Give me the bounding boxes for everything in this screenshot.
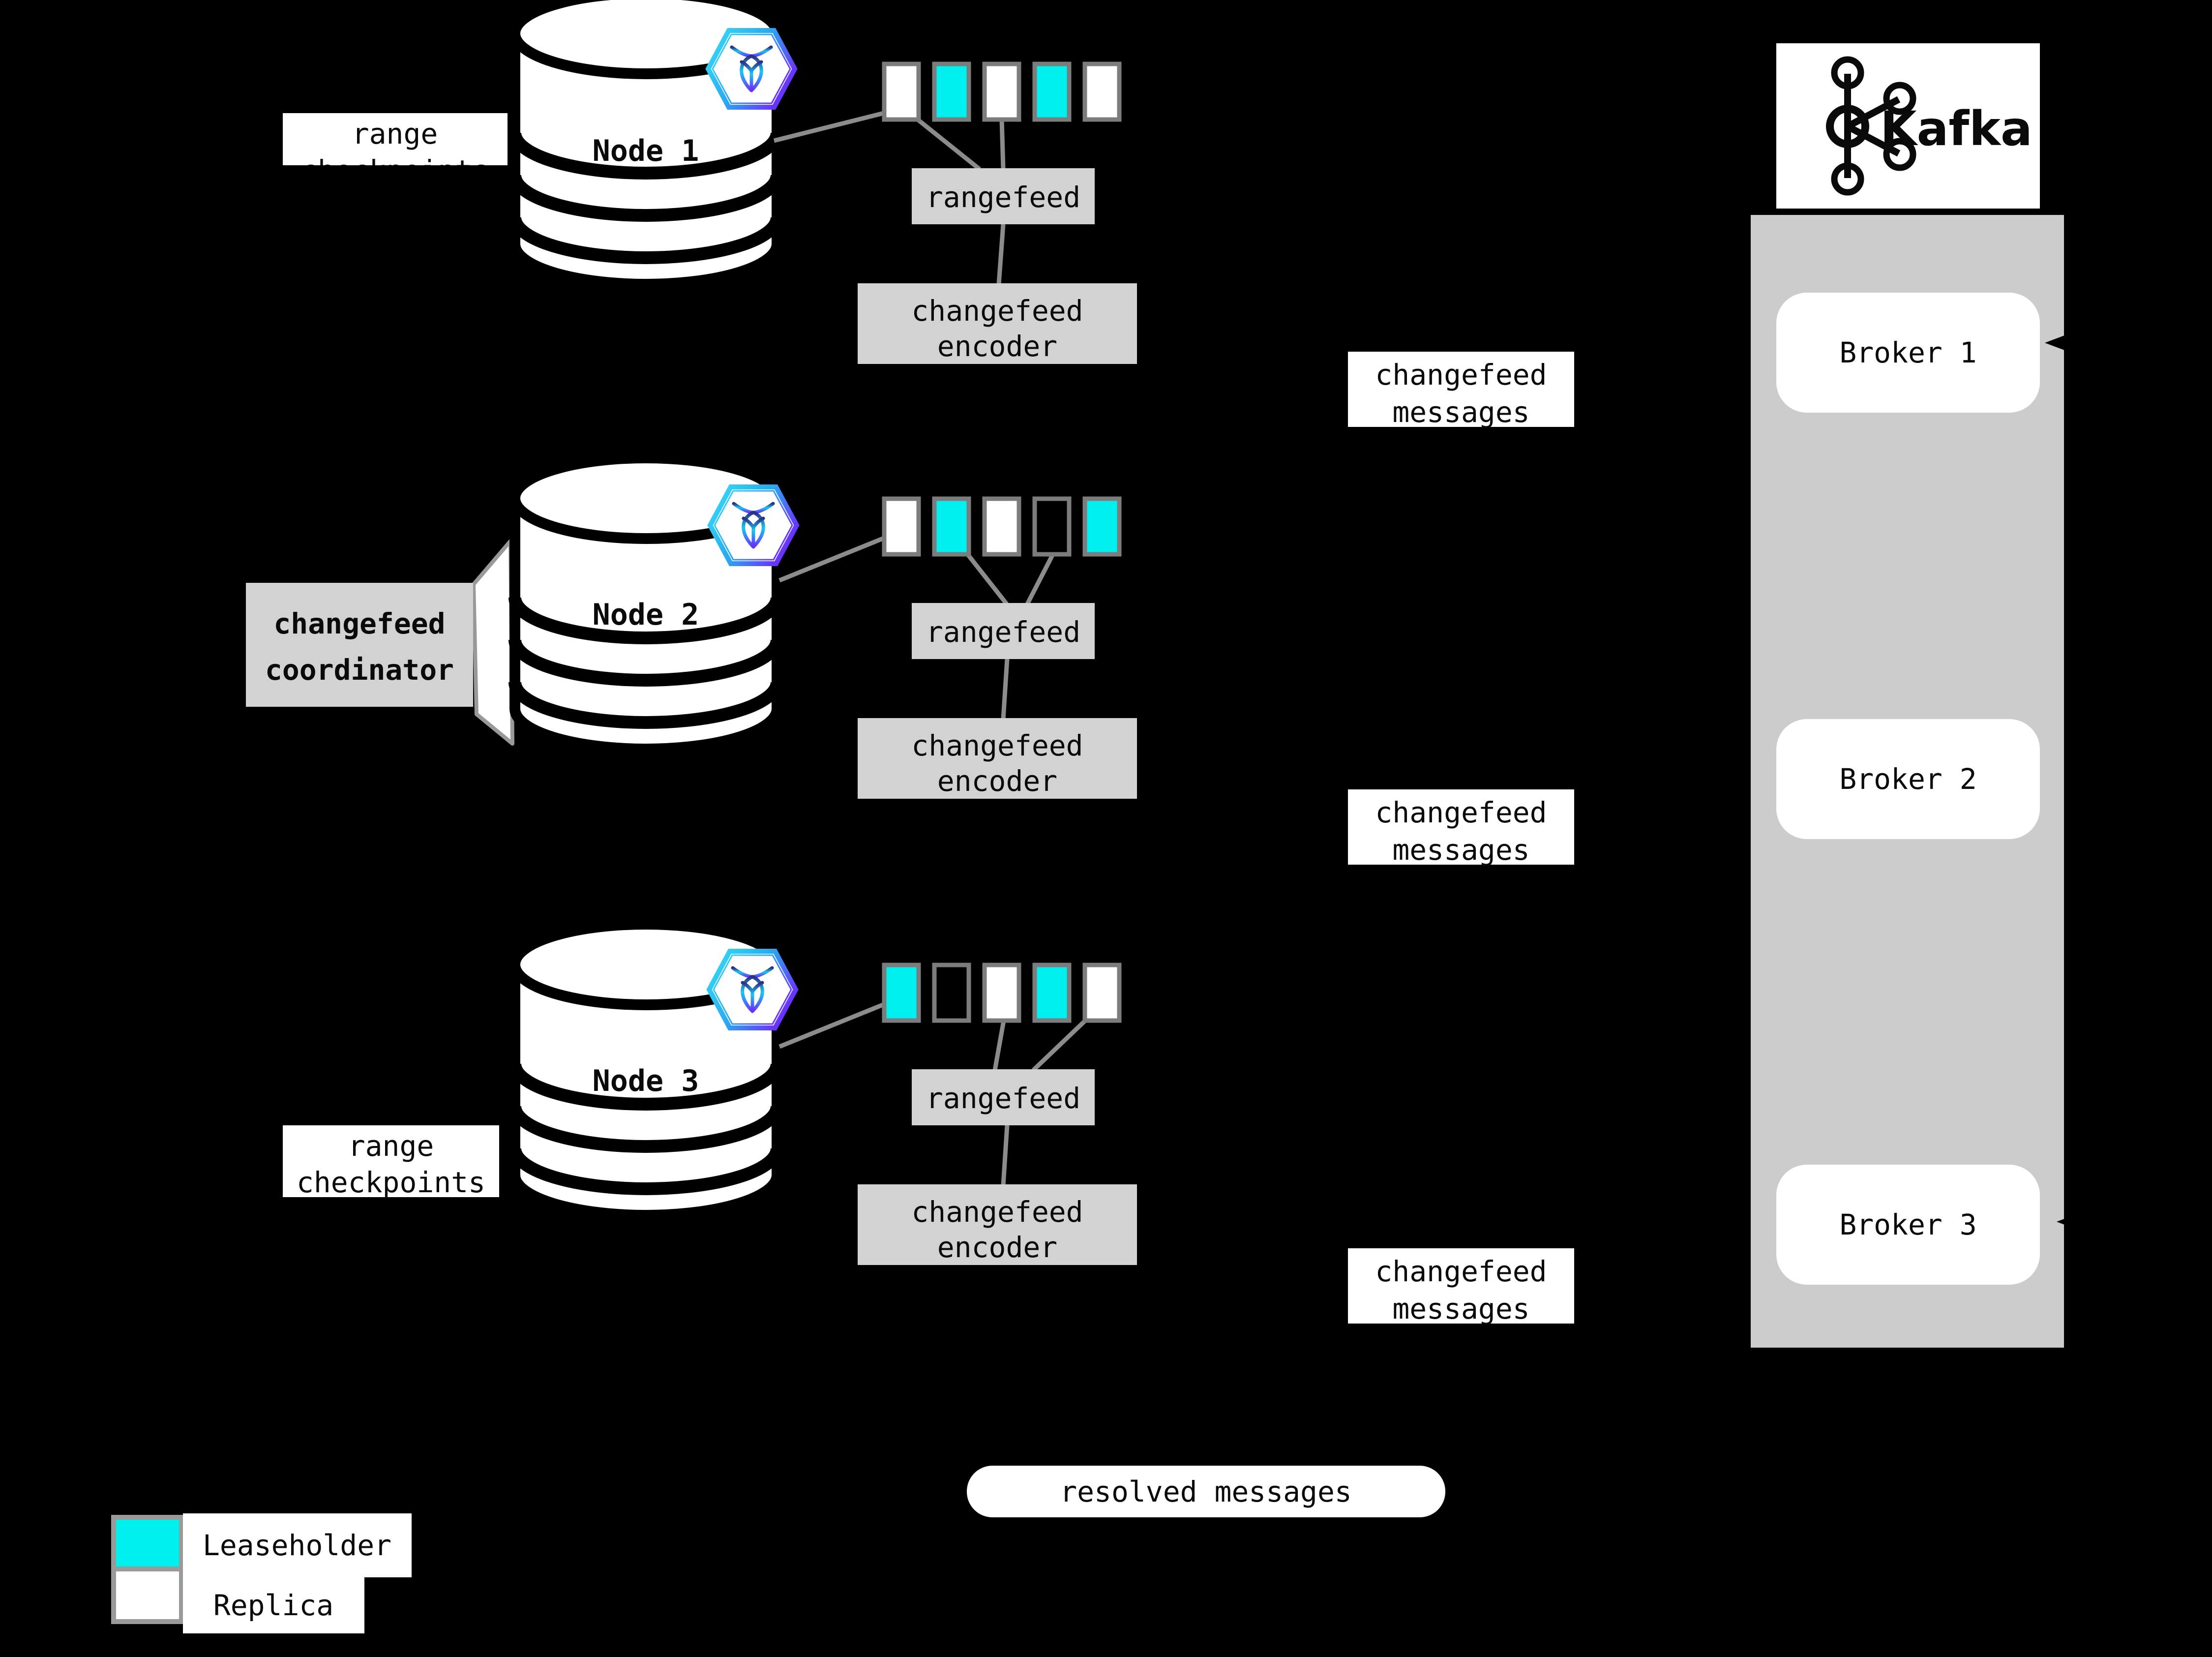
range-leaseholder	[932, 61, 971, 122]
changefeed-coordinator-label-line2: coordinator	[265, 653, 454, 687]
resolved-messages: resolved messages	[967, 1466, 1445, 1517]
cockroachdb-logo-icon	[709, 951, 796, 1028]
node-3-group: Node 3 rangefeed changefeed encoder	[515, 924, 1137, 1265]
changefeed-messages-1: changefeed messages	[1348, 352, 1574, 429]
changefeed-encoder-box	[858, 718, 1137, 799]
changefeed-encoder-label-line2: encoder	[937, 764, 1057, 798]
changefeed-messages-label-line1: changefeed	[1375, 1255, 1547, 1288]
connector-line	[1001, 659, 1010, 720]
connector-line	[778, 1001, 886, 1049]
range-replica	[982, 496, 1021, 557]
rangefeed-box	[912, 1069, 1095, 1125]
changefeed-messages-label-line1: changefeed	[1375, 358, 1547, 392]
range-replica	[982, 61, 1021, 122]
cockroachdb-logo-icon	[708, 30, 795, 107]
node-3-label: Node 3	[593, 1064, 699, 1098]
range-replica	[1082, 61, 1122, 122]
changefeed-coordinator: changefeed coordinator	[246, 583, 473, 707]
range-replica	[982, 963, 1021, 1023]
legend-replica-swatch	[111, 1567, 184, 1624]
range-checkpoints-label-line1: range	[348, 1129, 434, 1163]
connector-line	[1031, 1018, 1088, 1072]
node-2-group: Node 2 rangefeed changefeed encoder	[472, 458, 1137, 799]
kafka-logo-box	[1776, 43, 2040, 209]
rangefeed-label: rangefeed	[926, 1082, 1080, 1115]
connector-line	[999, 119, 1006, 170]
connector-line	[778, 535, 886, 583]
connector-line	[1025, 553, 1055, 605]
changefeed-coordinator-label-line1: changefeed	[273, 607, 445, 640]
legend-leaseholder-swatch	[111, 1515, 184, 1571]
connector-line	[1001, 1125, 1010, 1186]
rangefeed-label: rangefeed	[926, 615, 1080, 649]
resolved-messages-label: resolved messages	[1060, 1475, 1352, 1508]
changefeed-messages-label-line2: messages	[1392, 833, 1529, 867]
changefeed-encoder-label-line2: encoder	[937, 1231, 1057, 1264]
kafka-logo-text: Kafka	[1880, 101, 2033, 156]
range-leaseholder	[1032, 61, 1072, 122]
rangefeed-label: rangefeed	[926, 181, 1080, 214]
range-replica	[882, 496, 921, 557]
legend-leaseholder-labelbox	[183, 1513, 412, 1577]
range-replica	[1082, 963, 1122, 1023]
range-empty	[932, 963, 971, 1023]
legend-replica-labelbox	[183, 1577, 364, 1633]
range-checkpoints-label-line1: range	[352, 117, 438, 151]
changefeed-messages-label-line1: changefeed	[1375, 796, 1547, 829]
arrowhead-icon	[2057, 1217, 2068, 1226]
cockroachdb-logo-icon	[710, 487, 797, 564]
changefeed-messages-label-line2: messages	[1392, 395, 1529, 429]
range-leaseholder	[932, 496, 971, 557]
broker-1: Broker 1	[1776, 293, 2040, 413]
changefeed-encoder-label-line1: changefeed	[911, 729, 1083, 762]
broker-1-label: Broker 1	[1839, 336, 1976, 369]
range-checkpoints-top: range checkpoints	[283, 113, 508, 187]
node-1-label: Node 1	[593, 134, 699, 168]
changefeed-encoder-label-line2: encoder	[937, 330, 1057, 363]
broker-2: Broker 2	[1776, 719, 2040, 839]
broker-2-label: Broker 2	[1839, 762, 1976, 796]
legend: Leaseholder Replica	[111, 1513, 412, 1633]
range-leaseholder	[1082, 496, 1122, 557]
arrowhead-icon	[2045, 332, 2072, 353]
range-empty	[1032, 496, 1072, 557]
node-2-label: Node 2	[593, 598, 699, 632]
range-leaseholder	[882, 963, 921, 1023]
range-replica	[882, 61, 921, 122]
connector-line	[992, 1020, 1006, 1071]
changefeed-messages-label-line2: messages	[1392, 1292, 1529, 1326]
changefeed-encoder-label-line1: changefeed	[911, 294, 1083, 328]
changefeed-encoder-box	[858, 283, 1137, 364]
range-checkpoints-bottom: range checkpoints	[283, 1125, 499, 1199]
kafka-logo-icon	[1826, 56, 1916, 196]
connector-line	[773, 111, 885, 143]
broker-3: Broker 3	[1776, 1165, 2040, 1285]
connector-line	[965, 552, 1009, 605]
legend-replica-label: Replica	[213, 1589, 333, 1622]
range-leaseholder	[1032, 963, 1072, 1023]
changefeed-encoder-label-line1: changefeed	[911, 1195, 1083, 1229]
changefeed-coordinator-box	[246, 583, 473, 707]
connector-line	[916, 118, 981, 171]
rangefeed-box	[912, 168, 1095, 224]
range-checkpoints-label-line2: checkpoints	[300, 154, 489, 187]
range-checkpoints-label-line2: checkpoints	[297, 1166, 485, 1199]
rangefeed-box	[912, 603, 1095, 659]
node-1-group: Node 1 rangefeed changefeed encoder	[515, 0, 1137, 364]
changefeed-messages-3: changefeed messages	[1348, 1248, 1574, 1326]
changefeed-encoder-box	[858, 1184, 1137, 1265]
connector-line	[996, 224, 1006, 285]
legend-leaseholder-label: Leaseholder	[203, 1529, 391, 1562]
changefeed-messages-2: changefeed messages	[1348, 789, 1574, 867]
broker-3-label: Broker 3	[1839, 1208, 1976, 1241]
coordinator-ribbon	[472, 539, 514, 746]
